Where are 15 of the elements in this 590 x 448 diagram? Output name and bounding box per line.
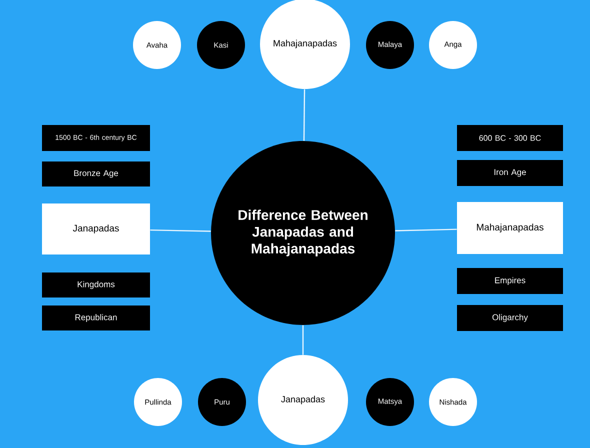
connector-line — [303, 89, 306, 141]
connector-line — [302, 325, 304, 355]
label-box: Mahajanapadas — [457, 202, 563, 254]
connector-line — [395, 228, 457, 232]
label-box: Empires — [457, 268, 563, 294]
label-box: Oligarchy — [457, 305, 563, 331]
label-box: Bronze Age — [42, 162, 150, 186]
label-box: Kingdoms — [42, 272, 150, 298]
circle-node: Janapadas — [258, 355, 348, 445]
label-box: Iron Age — [457, 160, 563, 186]
label-box: Republican — [42, 306, 150, 330]
label-box: 600 BC - 300 BC — [457, 125, 563, 151]
label-box: Janapadas — [42, 204, 150, 254]
circle-node: Difference Between Janapadas and Mahajanapadas — [211, 141, 395, 325]
connector-line — [150, 229, 211, 232]
